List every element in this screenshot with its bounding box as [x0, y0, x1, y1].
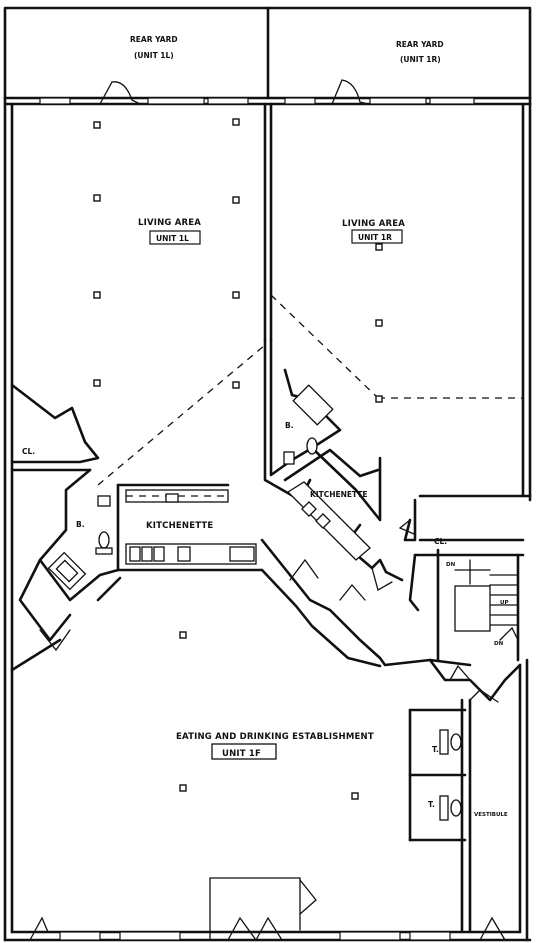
rear-yard-left-unit: (UNIT 1L): [134, 51, 174, 60]
windows: [39, 97, 475, 941]
bath-right-label: B.: [285, 421, 294, 430]
stair-dn-lower-label: DN: [494, 641, 504, 647]
restaurant-title: EATING AND DRINKING ESTABLISHMENT: [176, 732, 374, 742]
toilet-2-label: T.: [428, 800, 435, 809]
stair-up-label: UP: [500, 600, 509, 606]
living-right-unit-box: [351, 229, 403, 244]
living-left-unit-box: [149, 230, 201, 245]
stair-core: [398, 494, 532, 662]
living-left-title: LIVING AREA: [138, 218, 201, 228]
dashed-partitions: [97, 294, 523, 486]
rear-yard-right-unit: (UNIT 1R): [400, 55, 441, 64]
bath-1l-fixtures: [47, 495, 113, 591]
rear-yard-right-title: REAR YARD: [396, 40, 444, 49]
kitchenette-right-label: KITCHENETTE: [310, 490, 368, 499]
vestibule-label: VESTIBULE: [474, 812, 508, 818]
toilet-1-label: T.: [432, 745, 439, 754]
unit-1r-core-walls: [263, 338, 404, 591]
kitchenette-left-label: KITCHENETTE: [146, 521, 213, 531]
bath-left-label: B.: [76, 520, 85, 529]
restaurant-unit-box: [211, 743, 277, 760]
unit-1l-core-walls: [10, 383, 472, 672]
ceiling-lights: [93, 118, 383, 800]
stair-dn-label: DN: [446, 562, 456, 568]
toilet-core: [408, 658, 522, 932]
living-left-unit: UNIT 1L: [156, 234, 189, 243]
rear-yard-left-title: REAR YARD: [130, 35, 178, 44]
closet-left-label: CL.: [22, 447, 35, 456]
living-right-title: LIVING AREA: [342, 219, 405, 229]
living-right-unit: UNIT 1R: [358, 233, 392, 242]
kitchenette-1l-fixtures: [125, 489, 257, 565]
door-swings: [29, 79, 506, 941]
bath-1r-fixtures: [283, 384, 334, 465]
restaurant-unit: UNIT 1F: [222, 749, 261, 759]
closet-right-label: CL.: [434, 537, 447, 546]
